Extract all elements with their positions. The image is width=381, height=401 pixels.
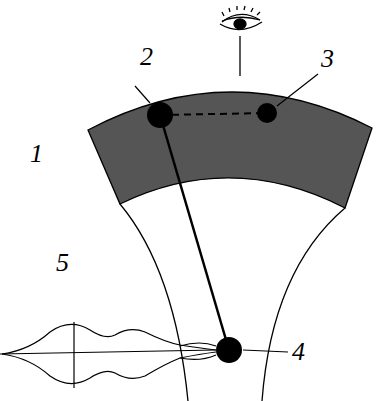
point-dot bbox=[147, 102, 173, 128]
point-dot bbox=[257, 103, 277, 123]
eye-symbol bbox=[220, 6, 262, 76]
dark-band bbox=[88, 92, 372, 208]
callout-number: 4 bbox=[292, 339, 305, 365]
callout-number: 5 bbox=[56, 250, 69, 276]
path-line bbox=[160, 115, 229, 350]
leader-line bbox=[277, 74, 318, 106]
callout-number: 1 bbox=[30, 141, 43, 167]
leader-line bbox=[243, 350, 288, 352]
leader-line bbox=[135, 86, 150, 103]
waveform bbox=[0, 322, 216, 388]
point-dot bbox=[216, 337, 242, 363]
wall-line bbox=[262, 208, 345, 401]
callout-number: 3 bbox=[321, 46, 334, 72]
callout-number: 2 bbox=[140, 44, 153, 70]
dashed-line bbox=[160, 113, 267, 115]
wall-line bbox=[120, 204, 188, 401]
